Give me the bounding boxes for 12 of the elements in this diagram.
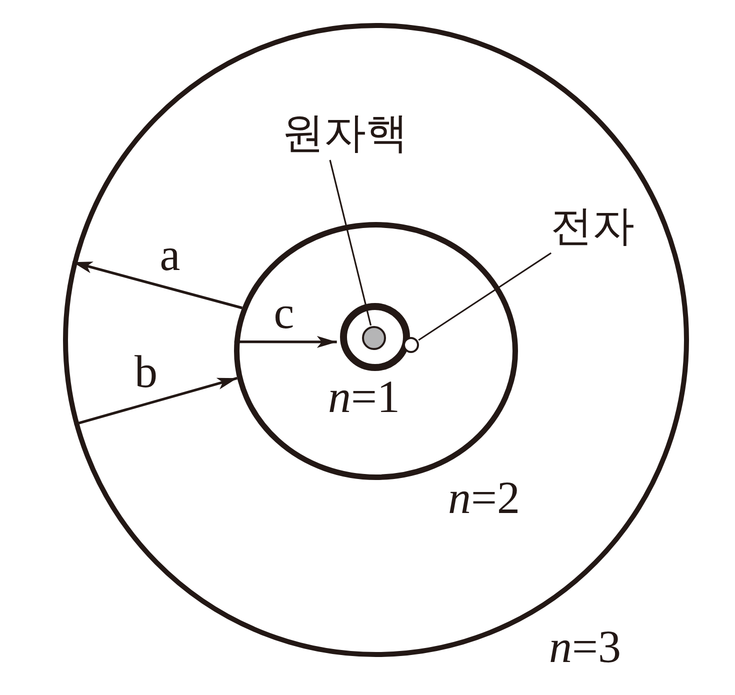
arrow bbox=[72, 260, 242, 310]
edge-label: b bbox=[134, 349, 158, 395]
label-text: 전자 bbox=[550, 204, 634, 246]
leader-line bbox=[329, 160, 372, 326]
orbit-label: n=2 bbox=[448, 475, 520, 521]
edge-label: c bbox=[274, 290, 294, 336]
arrow bbox=[234, 336, 337, 348]
orbit-label: n=1 bbox=[328, 374, 400, 420]
label-text: 원자핵 bbox=[282, 112, 408, 154]
orbit-label: n=3 bbox=[549, 624, 621, 670]
arrow bbox=[74, 376, 238, 426]
edge-label: a bbox=[160, 232, 180, 278]
